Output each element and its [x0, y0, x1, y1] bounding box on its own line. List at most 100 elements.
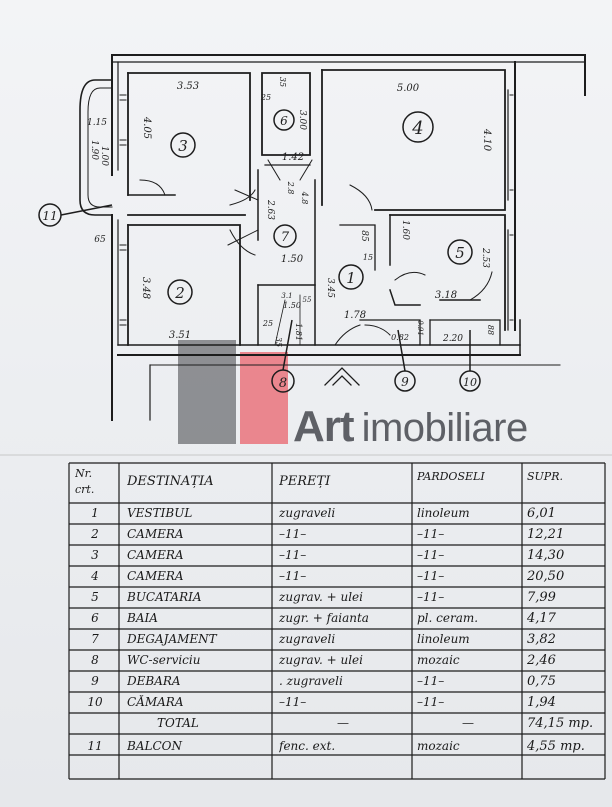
- row-number: 6: [91, 611, 99, 625]
- callout-number-11: 11: [42, 209, 57, 223]
- row-destination: VESTIBUL: [127, 506, 193, 520]
- row-area: 1,94: [527, 695, 556, 710]
- row-walls: –11–: [279, 527, 307, 541]
- watermark-brand-bold: Art: [293, 402, 355, 451]
- row-floor: linoleum: [417, 506, 470, 520]
- room-number-2: 2: [174, 284, 185, 302]
- header-pereti: PEREȚI: [279, 474, 331, 489]
- dim-label: 88: [486, 325, 495, 335]
- dim-label: 1.00: [99, 146, 109, 166]
- row-destination: DEBARA: [127, 674, 181, 688]
- row-floor: –11–: [417, 590, 445, 604]
- header-nr: Nr.: [75, 467, 93, 480]
- row-walls: zugrav. + ulei: [279, 590, 363, 604]
- dim-label: 4.05: [141, 116, 152, 139]
- row-number: 5: [91, 590, 99, 604]
- dim-label: 0.82: [391, 333, 409, 342]
- callout-number-10: 10: [463, 376, 477, 389]
- row-walls: zugraveli: [279, 632, 336, 646]
- row-destination: WC-serviciu: [127, 653, 201, 667]
- dim-label: 3.48: [140, 277, 151, 299]
- row-number: 1: [91, 506, 99, 520]
- dim-label: 1.78: [344, 310, 366, 321]
- dim-label: 15: [363, 253, 373, 262]
- row-floor: –11–: [417, 695, 445, 709]
- row-area: 7,99: [527, 590, 556, 605]
- row-area: 12,21: [527, 527, 565, 542]
- balcony-area: 4,55 mp.: [527, 739, 585, 754]
- dim-label: 35: [278, 77, 287, 87]
- dim-label: 55: [303, 296, 312, 304]
- row-area: 20,50: [527, 569, 565, 584]
- row-destination: CĂMARA: [127, 695, 184, 709]
- row-destination: CAMERA: [127, 527, 184, 541]
- row-destination: DEGAJAMENT: [127, 632, 217, 646]
- dim-label: 5.00: [397, 83, 420, 94]
- dim-label: 25: [260, 93, 271, 102]
- room-number-6: 6: [280, 114, 288, 128]
- room-marker-7: [273, 224, 297, 248]
- row-destination: CAMERA: [127, 548, 184, 562]
- dim-label: 2.63: [265, 199, 275, 220]
- row-walls: zugr. + faianta: [279, 611, 369, 625]
- total-floor: —: [462, 716, 474, 730]
- row-walls: –11–: [279, 569, 307, 583]
- room-marker-4: [402, 111, 434, 143]
- row-floor: –11–: [417, 569, 445, 583]
- dim-label: 3.00: [297, 110, 307, 130]
- dim-label: 1.50: [283, 301, 301, 310]
- dim-label: 3.51: [169, 330, 191, 341]
- dim-label: 4.8: [300, 191, 309, 205]
- total-walls: —: [337, 716, 349, 730]
- balcony-floor: mozaic: [417, 739, 460, 753]
- row-walls: zugrav. + ulei: [279, 653, 363, 667]
- header-crt: crt.: [75, 483, 95, 496]
- room-marker-3: [170, 132, 196, 158]
- dim-label: 3.1: [281, 292, 292, 300]
- dim-label: 2.53: [480, 247, 490, 268]
- dim-label: 1.42: [282, 152, 304, 163]
- row-walls: –11–: [279, 695, 307, 709]
- table-grid: [68, 462, 606, 780]
- row-floor: linoleum: [417, 632, 470, 646]
- watermark-block-gray: [178, 340, 236, 444]
- room-number-5: 5: [455, 244, 465, 262]
- row-number: 10: [87, 695, 103, 709]
- dim-label: 0.91: [416, 320, 424, 336]
- row-area: 3,82: [527, 632, 556, 647]
- dim-label: 4.10: [481, 128, 492, 152]
- header-pardoseli: PARDOSELI: [417, 470, 485, 483]
- dim-label: 1.90: [89, 140, 99, 160]
- row-floor: –11–: [417, 674, 445, 688]
- room-marker-2: [167, 279, 193, 305]
- room-number-4: 4: [411, 118, 423, 139]
- callout-number-9: 9: [401, 375, 409, 389]
- dim-label: 1.81: [294, 323, 303, 341]
- dim-label: 3.53: [177, 81, 199, 92]
- row-number: 7: [91, 632, 99, 646]
- dim-label: 25: [262, 319, 273, 328]
- callout-number-8: 8: [279, 376, 287, 391]
- row-destination: BUCATARIA: [127, 590, 202, 604]
- row-floor: pl. ceram.: [417, 611, 479, 625]
- total-label: TOTAL: [157, 716, 199, 730]
- dim-label: 2.8: [286, 181, 295, 195]
- dim-label: 1.60: [400, 220, 410, 240]
- row-number: 4: [91, 569, 99, 583]
- room-marker-6: [273, 109, 295, 131]
- row-area: 14,30: [527, 548, 565, 563]
- watermark-brand-regular: imobiliare: [361, 406, 529, 450]
- row-number: 8: [91, 653, 99, 667]
- row-number: 2: [91, 527, 99, 541]
- row-area: 0,75: [527, 674, 556, 689]
- row-number: 9: [91, 674, 99, 688]
- room-marker-5: [447, 239, 473, 265]
- room-number-3: 3: [178, 137, 188, 155]
- dim-label: 2.20: [442, 334, 463, 344]
- row-floor: –11–: [417, 527, 445, 541]
- room-number-7: 7: [281, 230, 290, 245]
- dim-label: 1.50: [281, 254, 304, 265]
- total-area: 74,15 mp.: [527, 716, 594, 731]
